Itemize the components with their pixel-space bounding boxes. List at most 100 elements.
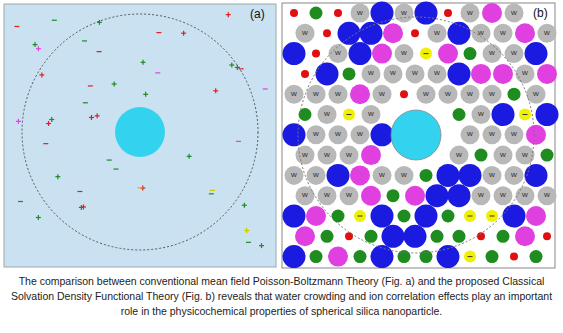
small-ion bbox=[323, 29, 331, 37]
minus-sign bbox=[523, 114, 528, 115]
water-label: w bbox=[324, 151, 330, 159]
counter-ion bbox=[372, 44, 392, 64]
small-ion bbox=[387, 189, 400, 202]
small-ion bbox=[411, 29, 419, 37]
water-label: w bbox=[511, 49, 517, 57]
water-label: w bbox=[401, 9, 407, 17]
ion-sign bbox=[83, 102, 88, 103]
water-label: w bbox=[291, 90, 297, 98]
water-molecule bbox=[362, 105, 381, 124]
anion bbox=[464, 251, 476, 263]
minus-sign bbox=[358, 216, 363, 217]
small-ion bbox=[486, 250, 499, 263]
large-ion bbox=[415, 2, 438, 25]
small-ion bbox=[398, 210, 411, 223]
anion bbox=[343, 109, 355, 121]
water-label: w bbox=[335, 130, 341, 138]
water-molecule bbox=[494, 186, 513, 205]
ion-sign bbox=[143, 92, 148, 97]
water-molecule bbox=[318, 186, 337, 205]
ion-sign bbox=[36, 46, 41, 51]
counter-ion bbox=[328, 247, 348, 267]
ion-sign bbox=[77, 191, 82, 192]
counter-ion bbox=[405, 186, 425, 206]
ion-sign bbox=[46, 121, 51, 126]
ion-sign bbox=[97, 51, 102, 52]
small-ion bbox=[310, 7, 323, 20]
water-label: w bbox=[445, 90, 451, 98]
small-ion bbox=[464, 47, 477, 60]
water-label: w bbox=[478, 191, 484, 199]
water-molecule bbox=[461, 125, 480, 144]
ion-sign bbox=[226, 12, 231, 17]
large-ion bbox=[316, 62, 339, 85]
counter-ion bbox=[526, 125, 546, 145]
small-ion bbox=[354, 250, 367, 263]
water-label: w bbox=[401, 49, 407, 57]
water-label: w bbox=[478, 29, 484, 37]
small-ion bbox=[510, 253, 518, 261]
small-ion bbox=[301, 70, 309, 78]
small-ion bbox=[453, 108, 466, 121]
water-molecule bbox=[329, 44, 348, 63]
ion-sign bbox=[112, 81, 117, 86]
small-ion bbox=[475, 149, 488, 162]
counter-ion bbox=[482, 3, 502, 23]
water-molecule bbox=[329, 85, 348, 104]
large-ion bbox=[371, 123, 394, 146]
water-molecule bbox=[516, 146, 535, 165]
ion-sign bbox=[82, 40, 87, 41]
large-ion bbox=[283, 205, 306, 228]
small-ion bbox=[400, 90, 408, 98]
water-label: w bbox=[522, 151, 528, 159]
small-ion bbox=[334, 9, 342, 17]
small-ion bbox=[497, 230, 510, 243]
ion-sign bbox=[16, 119, 21, 124]
water-molecule bbox=[472, 24, 491, 43]
water-label: w bbox=[401, 171, 407, 179]
minus-sign bbox=[347, 114, 352, 115]
water-molecule bbox=[362, 64, 381, 83]
water-label: w bbox=[423, 90, 429, 98]
small-ion bbox=[332, 210, 345, 223]
anion bbox=[354, 210, 366, 222]
dashed-boundary bbox=[22, 14, 258, 250]
small-ion bbox=[321, 230, 334, 243]
water-molecule bbox=[461, 4, 480, 23]
water-molecule bbox=[461, 85, 480, 104]
silica-nanoparticle bbox=[391, 110, 441, 160]
anion bbox=[519, 109, 531, 121]
large-ion bbox=[360, 22, 383, 45]
counter-ion bbox=[383, 23, 403, 43]
water-label: w bbox=[544, 29, 550, 37]
large-ion bbox=[492, 103, 515, 126]
large-ion bbox=[448, 22, 471, 45]
counter-ion bbox=[361, 186, 381, 206]
counter-ion bbox=[537, 64, 557, 84]
minus-sign bbox=[490, 216, 495, 217]
water-molecule bbox=[395, 166, 414, 185]
small-ion bbox=[541, 149, 554, 162]
water-molecule bbox=[428, 24, 447, 43]
large-ion bbox=[371, 205, 394, 228]
large-ion bbox=[525, 164, 548, 187]
ion-sign bbox=[209, 193, 214, 194]
minus-sign bbox=[468, 256, 473, 257]
water-label: w bbox=[511, 9, 517, 17]
large-ion bbox=[283, 123, 306, 146]
ion-sign bbox=[229, 63, 234, 68]
water-molecule bbox=[340, 186, 359, 205]
water-label: w bbox=[500, 191, 506, 199]
water-molecule bbox=[538, 24, 557, 43]
water-label: w bbox=[522, 69, 528, 77]
water-molecule bbox=[285, 166, 304, 185]
water-molecule bbox=[505, 166, 524, 185]
water-label: w bbox=[302, 151, 308, 159]
small-ion bbox=[290, 9, 298, 17]
large-ion bbox=[415, 205, 438, 228]
water-label: w bbox=[390, 69, 396, 77]
water-label: w bbox=[379, 171, 385, 179]
water-molecule bbox=[483, 44, 502, 63]
water-molecule bbox=[384, 64, 403, 83]
water-label: w bbox=[489, 130, 495, 138]
